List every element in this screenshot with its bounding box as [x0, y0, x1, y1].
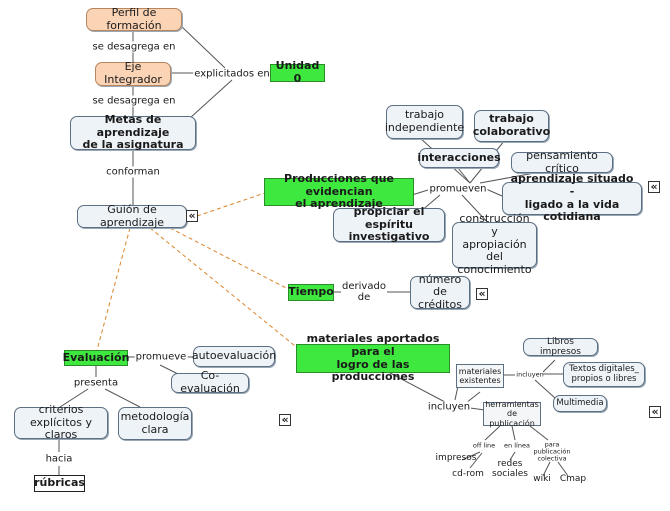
expand-icon[interactable]: «: [648, 181, 660, 193]
expand-icon[interactable]: «: [279, 414, 291, 426]
expand-icon[interactable]: «: [649, 406, 661, 418]
leaf-cd-rom: cd-rom: [452, 469, 484, 480]
link-incluyen-1: incluyen: [426, 401, 472, 413]
link-explicitados: explicitados en: [193, 68, 271, 80]
node-unidad-0[interactable]: Unidad 0: [270, 60, 325, 85]
node-metas[interactable]: Metas de aprendizaje de la asignatura: [70, 113, 196, 151]
node-creditos[interactable]: número de créditos: [410, 273, 470, 311]
node-libros-impresos[interactable]: Libros impresos: [523, 337, 598, 357]
link-presenta: presenta: [72, 377, 120, 389]
node-textos-digitales[interactable]: Textos digitales_ propios o libres: [563, 362, 645, 387]
node-eje-integrador[interactable]: Eje Integrador: [95, 61, 171, 86]
node-pensamiento-critico[interactable]: pensamiento crítico: [511, 149, 613, 174]
link-offline: off line: [472, 441, 496, 450]
node-trabajo-independiente[interactable]: trabajo independiente: [385, 105, 464, 139]
leaf-redes-sociales: redes sociales: [492, 459, 528, 479]
link-se-desagrega-1: se desagrega en: [91, 41, 177, 53]
link-hacia: hacia: [44, 453, 74, 465]
node-autoevaluacion[interactable]: autoevaluación: [192, 346, 276, 367]
node-multimedia[interactable]: Multimedia: [553, 395, 607, 412]
node-interacciones[interactable]: interacciones: [417, 148, 501, 168]
link-para-publicacion: para publicación colectiva: [533, 440, 571, 463]
link-promueve: promueve: [134, 351, 188, 363]
link-se-desagrega-2: se desagrega en: [91, 95, 177, 107]
node-criterios[interactable]: criterios explícitos y claros: [14, 403, 108, 441]
link-en-linea: en línea: [504, 441, 530, 450]
node-producciones[interactable]: Producciones que evidencian el aprendiza…: [264, 172, 414, 210]
node-evaluacion[interactable]: Evaluación: [63, 350, 129, 366]
node-coevaluacion[interactable]: Co-evaluación: [171, 370, 249, 395]
node-guion[interactable]: Guión de aprendizaje: [77, 203, 187, 228]
node-perfil[interactable]: Perfil de formación: [86, 6, 182, 31]
node-construccion[interactable]: construcción y apropiación del conocimie…: [452, 213, 537, 276]
node-aprendizaje-situado[interactable]: aprendizaje situado - ligado a la vida c…: [502, 172, 642, 223]
expand-icon[interactable]: «: [476, 288, 488, 300]
expand-icon[interactable]: «: [186, 210, 198, 222]
node-metodologia[interactable]: metodología clara: [118, 407, 192, 440]
link-derivado: derivado de: [341, 281, 387, 303]
node-herramientas[interactable]: herramientas de publicación: [483, 400, 541, 428]
node-rubricas[interactable]: rúbricas: [34, 475, 85, 492]
link-incluyen-2: incluyen: [516, 370, 544, 379]
link-promueven: promueven: [428, 183, 488, 195]
leaf-cmap: Cmap: [559, 474, 587, 485]
node-trabajo-colaborativo[interactable]: trabajo colaborativo: [473, 110, 550, 142]
node-materiales-existentes[interactable]: materiales existentes: [456, 364, 504, 388]
leaf-impresos: impresos: [435, 453, 477, 464]
leaf-wiki: wiki: [533, 474, 551, 485]
node-propiciar[interactable]: propiciar el espíritu investigativo: [333, 205, 445, 243]
node-tiempo[interactable]: Tiempo: [288, 284, 334, 301]
link-conforman: conforman: [105, 166, 161, 178]
node-materiales[interactable]: materiales aportados para el logro de la…: [296, 332, 450, 383]
